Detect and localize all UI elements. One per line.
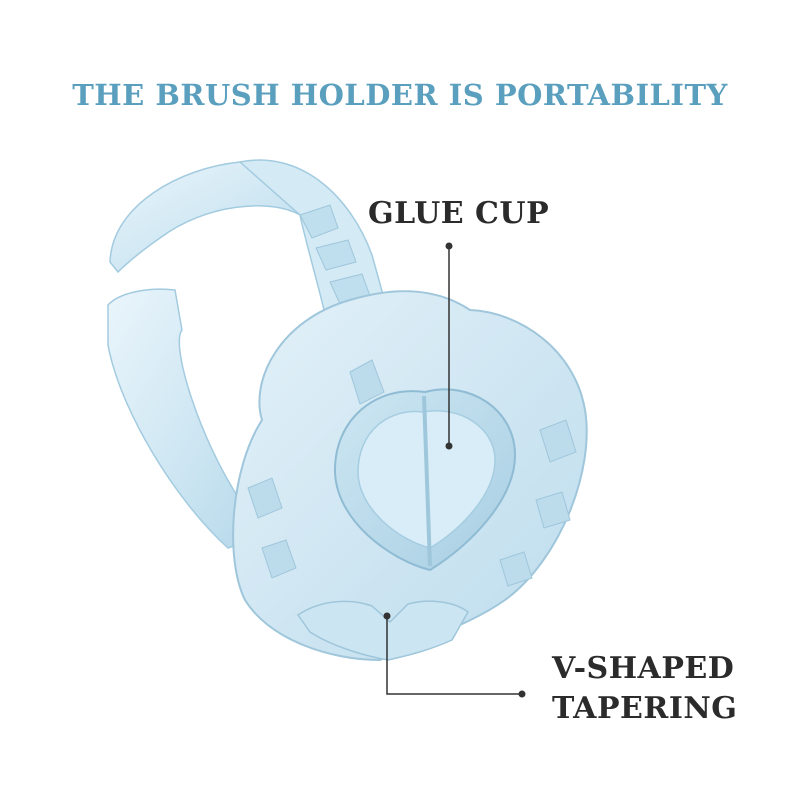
ring-band	[107, 159, 391, 549]
glue-cup-label: GLUE CUP	[368, 196, 550, 231]
v-shaped-label-line2: TAPERING	[552, 691, 738, 726]
glue-cup-plate	[232, 290, 588, 662]
glue-cup-leader	[445, 242, 453, 450]
v-shaped-leader	[383, 612, 526, 698]
page-headline: THE BRUSH HOLDER IS PORTABILITY	[72, 78, 728, 112]
v-shaped-tapering-label: V-SHAPED TAPERING	[552, 649, 737, 729]
v-shaped-label-line1: V-SHAPED	[552, 651, 735, 686]
